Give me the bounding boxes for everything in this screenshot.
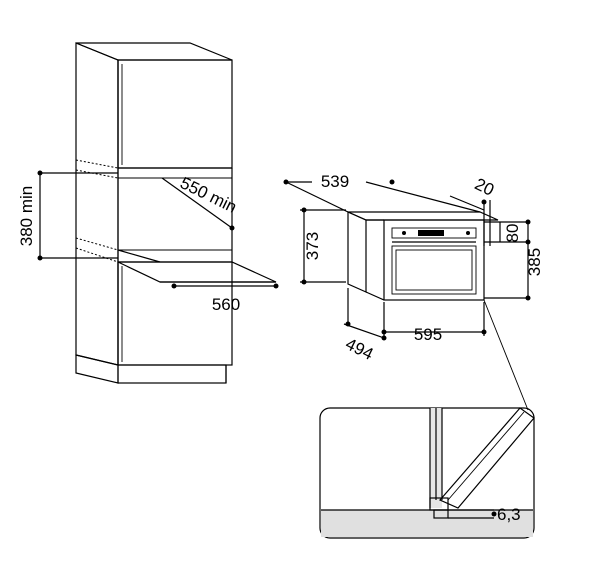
total-height-label: 385: [525, 248, 544, 276]
appliance-width-label: 539: [321, 172, 349, 191]
niche-width-dimension: 560: [160, 281, 279, 314]
body-width-dimension: 595: [381, 302, 487, 344]
front-height-label: 373: [303, 232, 322, 260]
niche-height-label: 380 min: [17, 186, 36, 246]
top-offset-label: 80: [503, 224, 522, 243]
gap-label: 6,3: [497, 505, 521, 524]
niche-height-dimension: 380 min: [17, 170, 118, 261]
niche-width-label: 560: [212, 295, 240, 314]
total-height-dimension: 385: [484, 222, 544, 301]
cabinet: [75, 42, 277, 384]
appliance-width-dimension: 539: [283, 172, 481, 213]
appliance: [347, 211, 499, 301]
top-offset-dimension: 80: [484, 219, 531, 245]
body-depth-label: 494: [342, 334, 376, 364]
niche-depth-dimension: 550 min: [161, 173, 240, 231]
detail-pointer: [483, 299, 529, 411]
front-height-dimension: 373: [300, 207, 346, 285]
detail-inset: 6,3: [319, 407, 535, 539]
appliance-depth-label: 20: [472, 174, 497, 199]
body-width-label: 595: [414, 325, 442, 344]
body-depth-dimension: 494: [342, 288, 387, 364]
